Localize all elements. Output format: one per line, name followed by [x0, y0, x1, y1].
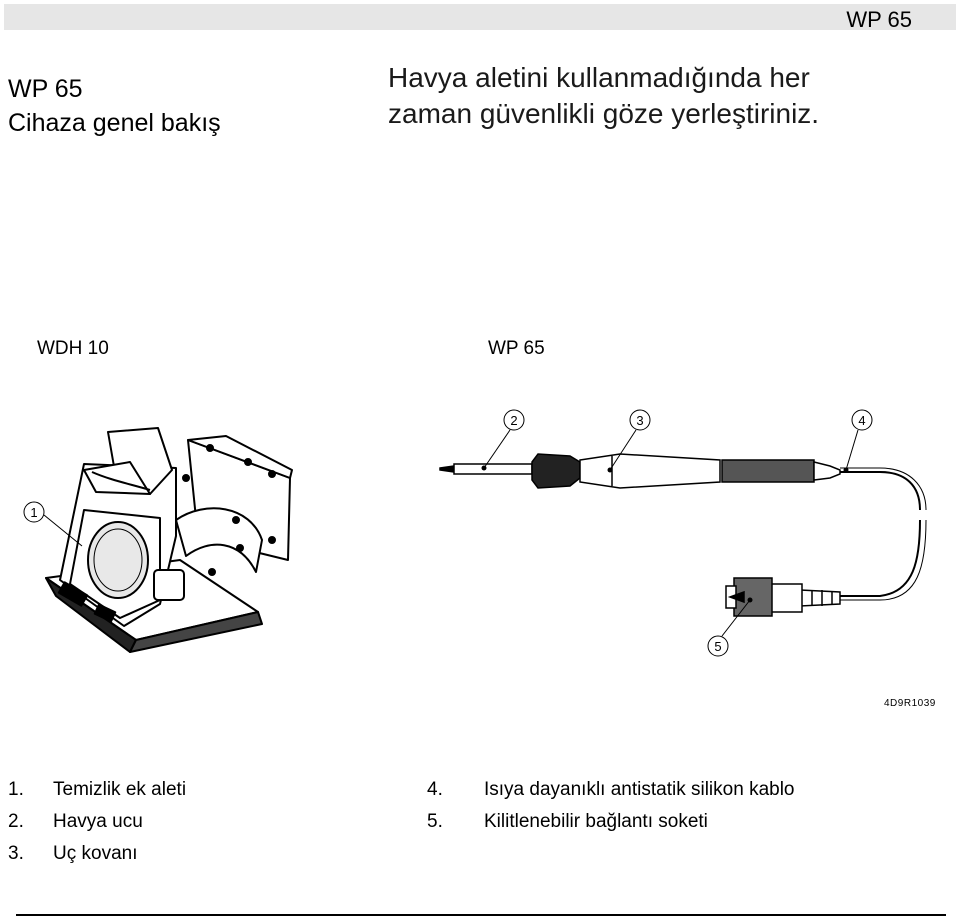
- callout-2: 2: [481, 409, 525, 471]
- soldering-iron-illustration: [439, 453, 927, 617]
- svg-text:4: 4: [858, 413, 865, 428]
- legend-number: 2.: [8, 811, 24, 832]
- callout-5: 5: [707, 597, 753, 657]
- instruction-line-2: zaman güvenlikli göze yerleştiriniz.: [388, 98, 820, 129]
- legend-item: 1. Temizlik ek aleti: [8, 774, 186, 806]
- legend-item: 2. Havya ucu: [8, 806, 186, 838]
- header-title: WP 65: [846, 7, 912, 32]
- legend-number: 4.: [427, 779, 443, 800]
- legend-number: 5.: [427, 811, 443, 832]
- header-bar: WP 65: [4, 4, 956, 32]
- legend-left: 1. Temizlik ek aleti 2. Havya ucu 3. Uç …: [8, 774, 186, 870]
- svg-text:5: 5: [714, 639, 721, 654]
- legend-number: 3.: [8, 843, 24, 864]
- holder-illustration: [45, 427, 293, 653]
- legend-text: Kilitlenebilir bağlantı soketi: [484, 811, 708, 832]
- legend-number: 1.: [8, 779, 24, 800]
- callout-1: 1: [23, 501, 83, 547]
- legend-right: 4. Isıya dayanıklı antistatik silikon ka…: [427, 774, 795, 838]
- legend-item: 4. Isıya dayanıklı antistatik silikon ka…: [427, 774, 795, 806]
- legend-text: Havya ucu: [53, 811, 143, 832]
- svg-text:3: 3: [636, 413, 643, 428]
- section-title-model: WP 65: [8, 75, 83, 103]
- legend-item: 5. Kilitlenebilir bağlantı soketi: [427, 806, 795, 838]
- figure-label-wp: WP 65: [488, 338, 545, 359]
- section-title: WP 65 Cihaza genel bakış: [8, 72, 221, 140]
- legend-text: Uç kovanı: [53, 843, 138, 864]
- legend-text: Temizlik ek aleti: [53, 779, 187, 800]
- callout-3: 3: [607, 409, 651, 473]
- section-title-text: Cihaza genel bakış: [8, 109, 221, 137]
- callout-4: 4: [843, 409, 873, 473]
- instruction-text: Havya aletini kullanmadığında her zaman …: [388, 60, 948, 132]
- legend-item: 3. Uç kovanı: [8, 838, 186, 870]
- legend-text: Isıya dayanıklı antistatik silikon kablo: [484, 779, 795, 800]
- instruction-line-1: Havya aletini kullanmadığında her: [388, 62, 810, 93]
- svg-text:2: 2: [510, 413, 517, 428]
- figure-label-wdh: WDH 10: [37, 338, 109, 359]
- svg-text:1: 1: [30, 505, 37, 520]
- footer-divider: [16, 914, 946, 916]
- figure-reference-code: 4D9R1039: [884, 698, 936, 709]
